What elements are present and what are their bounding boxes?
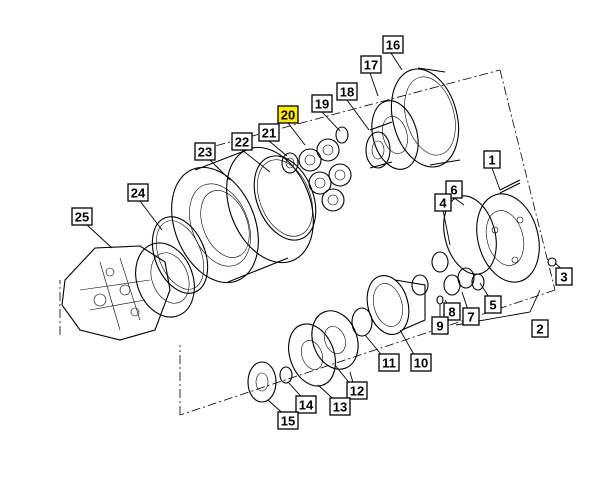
- callout-12: 12: [346, 381, 368, 400]
- part-end-cover: [476, 193, 540, 283]
- callout-21: 21: [258, 123, 280, 142]
- callout-label: 13: [333, 400, 347, 415]
- callout-label: 3: [560, 270, 567, 285]
- callout-label: 17: [364, 58, 378, 73]
- callout-18: 18: [336, 82, 358, 101]
- callout-label: 20: [281, 108, 295, 123]
- callout-11: 11: [378, 353, 400, 372]
- callout-7: 7: [462, 307, 480, 326]
- callout-16: 16: [382, 35, 404, 54]
- callout-label: 24: [131, 186, 146, 201]
- callout-20-highlighted: 20: [277, 105, 299, 124]
- callout-label: 11: [382, 356, 396, 371]
- callout-label: 2: [536, 322, 543, 337]
- callout-label: 23: [198, 145, 212, 160]
- callout-label: 18: [340, 85, 354, 100]
- part-snap-ring: [335, 126, 349, 144]
- part-ring-gear: [390, 67, 461, 168]
- callout-13: 13: [329, 397, 351, 416]
- part-circlip: [351, 307, 373, 337]
- part-sun-gear: [365, 121, 393, 169]
- callout-label: 16: [386, 38, 400, 53]
- callout-label: 6: [450, 183, 457, 198]
- callout-10: 10: [410, 353, 432, 372]
- part-thrust-washer: [288, 323, 336, 387]
- callout-label: 14: [299, 398, 314, 413]
- callout-22: 22: [231, 132, 253, 151]
- callout-3: 3: [555, 267, 573, 286]
- callout-label: 25: [75, 210, 89, 225]
- callout-label: 4: [439, 196, 447, 211]
- callout-9: 9: [431, 316, 449, 335]
- assembly-boundary: [59, 69, 556, 416]
- part-planetary-gears: [298, 138, 352, 212]
- callout-15: 15: [277, 411, 299, 430]
- part-ring: [253, 155, 317, 241]
- callout-24: 24: [127, 183, 149, 202]
- callout-1: 1: [483, 150, 501, 169]
- callout-label: 19: [315, 97, 329, 112]
- callout-14: 14: [295, 395, 317, 414]
- callout-2: 2: [531, 319, 549, 338]
- callout-label: 15: [281, 414, 295, 429]
- part-carrier: [371, 100, 419, 170]
- callout-5: 5: [484, 295, 502, 314]
- callout-label: 12: [350, 384, 364, 399]
- part-gear: [247, 361, 277, 403]
- callout-label: 8: [448, 305, 455, 320]
- callout-4: 4: [434, 193, 452, 212]
- part-hub-housing: [171, 146, 314, 284]
- callout-17: 17: [360, 55, 382, 74]
- part-washer: [281, 152, 299, 174]
- part-pin: [436, 295, 444, 305]
- part-bearings: [411, 251, 485, 296]
- callout-8: 8: [443, 302, 461, 321]
- part-bolt: [499, 179, 521, 194]
- callout-25: 25: [71, 207, 93, 226]
- callout-19: 19: [311, 94, 333, 113]
- part-small-ring: [279, 366, 293, 384]
- callout-label: 7: [467, 310, 474, 325]
- callout-label: 1: [488, 153, 495, 168]
- callout-label: 9: [436, 319, 443, 334]
- callout-label: 10: [414, 356, 428, 371]
- part-plug: [547, 257, 557, 267]
- callout-label: 21: [262, 126, 276, 141]
- part-seal-ring: [151, 216, 209, 294]
- part-drum: [366, 275, 426, 335]
- callout-23: 23: [194, 142, 216, 161]
- callout-label: 22: [235, 135, 249, 150]
- callout-label: 5: [489, 298, 496, 313]
